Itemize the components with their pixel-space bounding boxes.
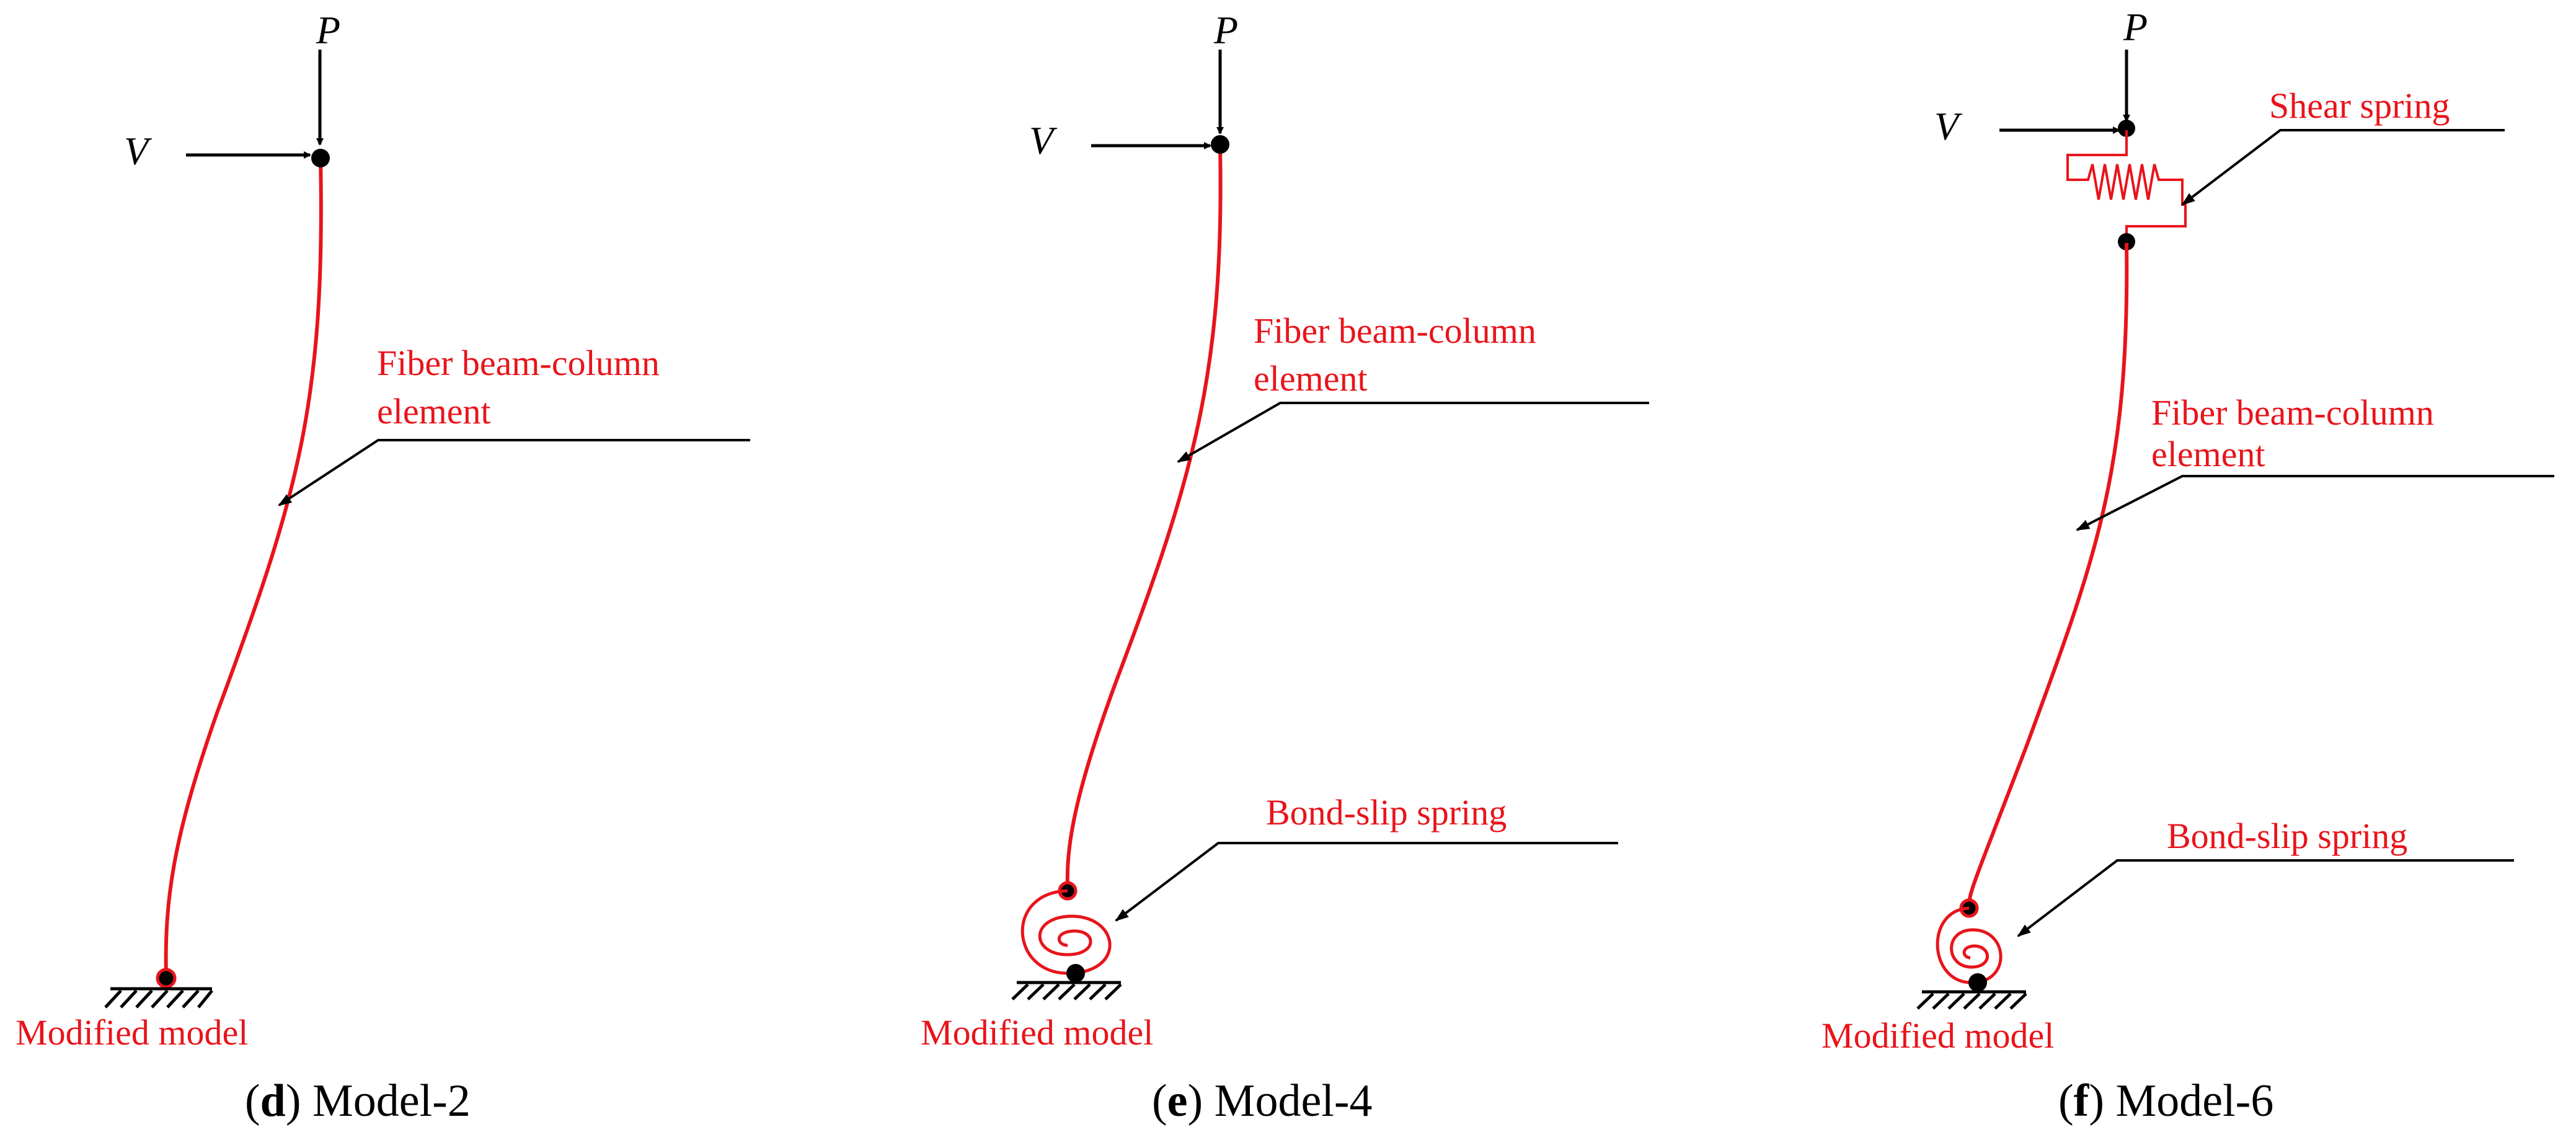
modified-model-label: Modified model: [1821, 1015, 2054, 1056]
modified-model-label: Modified model: [15, 1012, 248, 1053]
rotational-spring-icon: [1936, 906, 2003, 984]
element-leader-arrow-icon: [278, 439, 750, 506]
load-v-label: V: [1934, 104, 1963, 148]
shear-spring-icon: [2066, 130, 2187, 241]
load-v-label: V: [1029, 118, 1058, 162]
rotational-spring-icon: [1020, 889, 1112, 975]
element-leader-arrow-icon: [1177, 402, 1649, 463]
caption-letter: d: [260, 1076, 286, 1126]
mid-node-icon: [2118, 233, 2135, 250]
load-v-label: V: [124, 129, 153, 173]
caption-letter: e: [1167, 1076, 1188, 1126]
bond-slip-spring-label: Bond-slip spring: [1266, 792, 1507, 833]
base-node-icon: [156, 968, 177, 989]
base-node-icon: [1066, 964, 1085, 983]
top-node-icon: [2118, 120, 2135, 137]
top-node-icon: [311, 149, 330, 167]
panel-caption: (f) Model-6: [2058, 1076, 2273, 1126]
load-p-label: P: [1213, 8, 1238, 52]
fixed-support-icon: [1011, 981, 1122, 1001]
element-label-line2: element: [1254, 358, 1368, 399]
bond-slip-spring-label: Bond-slip spring: [2167, 816, 2407, 856]
fiber-beam-column-curve: [1065, 145, 1223, 888]
element-label-line2: element: [377, 391, 491, 431]
load-p-label: P: [316, 8, 340, 52]
bond-slip-leader-arrow-icon: [2017, 859, 2514, 937]
panel-model-6: P V Shear spring Fiber beam-column eleme…: [1821, 5, 2554, 1126]
caption-title: Model-6: [2104, 1076, 2273, 1126]
element-leader-arrow-icon: [2076, 475, 2554, 531]
element-label-line2: element: [2151, 434, 2265, 474]
top-node-icon: [1211, 135, 1229, 154]
caption-title: Model-4: [1203, 1076, 1372, 1126]
fixed-support-icon: [1916, 990, 2027, 1010]
element-label-line1: Fiber beam-column: [1254, 311, 1536, 351]
modified-model-label: Modified model: [921, 1012, 1153, 1053]
panel-model-4: P V Fiber beam-column element Bond-slip …: [921, 8, 1649, 1126]
panel-caption: (e) Model-4: [1152, 1076, 1373, 1126]
caption-letter: f: [2074, 1076, 2090, 1126]
shear-spring-label: Shear spring: [2269, 86, 2450, 126]
bond-slip-leader-arrow-icon: [1115, 842, 1618, 922]
panel-caption: (d) Model-2: [245, 1076, 471, 1126]
load-p-label: P: [2123, 5, 2148, 49]
fiber-beam-column-curve: [1967, 242, 2129, 907]
fiber-beam-column-curve: [164, 157, 323, 977]
element-label-line1: Fiber beam-column: [2151, 392, 2434, 433]
element-label-line1: Fiber beam-column: [377, 343, 660, 383]
caption-title: Model-2: [301, 1076, 470, 1126]
fixed-support-icon: [104, 987, 213, 1009]
panel-model-2: P V Fiber beam-column element Modified m…: [15, 8, 750, 1126]
shear-spring-leader-arrow-icon: [2181, 129, 2505, 206]
base-node-icon: [1968, 973, 1987, 992]
